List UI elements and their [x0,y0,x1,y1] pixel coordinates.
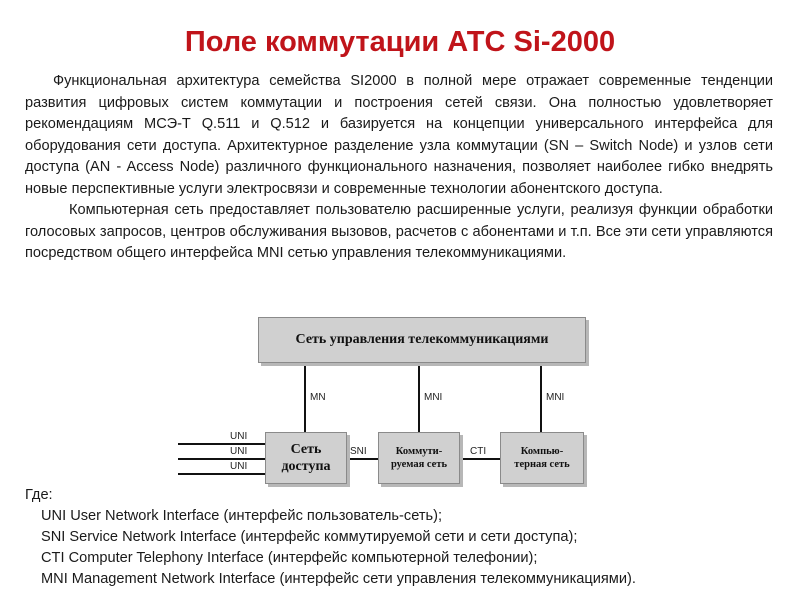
legend-item-mni: MNI Management Network Interface (интерф… [41,571,636,587]
legend-item-sni: SNI Service Network Interface (интерфейс… [41,529,578,545]
architecture-diagram: Сеть управления телекоммуникациями Сеть … [170,312,590,487]
intro-text: Функциональная архитектура семейства SI2… [25,71,773,265]
cti-line [458,458,500,460]
uni-line-2 [178,458,265,460]
mni-label-computer: MNI [546,392,565,403]
intro-paragraph-2: Компьютерная сеть предоставляет пользова… [25,202,773,261]
computer-network-box: Компью-терная сеть [500,432,584,484]
mn-connector [304,361,306,432]
legend-item-cti: CTI Computer Telephony Interface (интерф… [41,550,538,566]
management-network-box: Сеть управления телекоммуникациями [258,317,586,363]
management-network-label: Сеть управления телекоммуникациями [295,332,549,347]
access-network-box: Сеть доступа [265,432,347,484]
legend: Где: UNI User Network Interface (интерфе… [25,485,785,590]
legend-item-uni: UNI User Network Interface (интерфейс по… [41,508,443,524]
mni-connector-computer [540,361,542,432]
mni-connector-switch [418,361,420,432]
sni-line [345,458,378,460]
uni-line-3 [178,473,265,475]
uni-label-1: UNI [230,431,248,442]
computer-network-label: Компью-терная сеть [514,446,570,470]
mni-label-switch: MNI [424,392,443,403]
mn-label: MN [310,392,326,403]
legend-list: UNI User Network Interface (интерфейс по… [25,506,785,590]
switched-network-box: Коммути-руемая сеть [378,432,460,484]
switched-network-label: Коммути-руемая сеть [390,446,448,470]
uni-label-2: UNI [230,446,248,457]
page-title: Поле коммутации АТС Si-2000 [184,26,616,58]
cti-label: CTI [470,446,487,457]
legend-where: Где: [25,487,53,503]
intro-paragraph-1: Функциональная архитектура семейства SI2… [25,73,773,197]
uni-label-3: UNI [230,461,248,472]
sni-label: SNI [350,446,367,457]
uni-line-1 [178,443,265,445]
access-network-label: Сеть доступа [281,442,331,474]
